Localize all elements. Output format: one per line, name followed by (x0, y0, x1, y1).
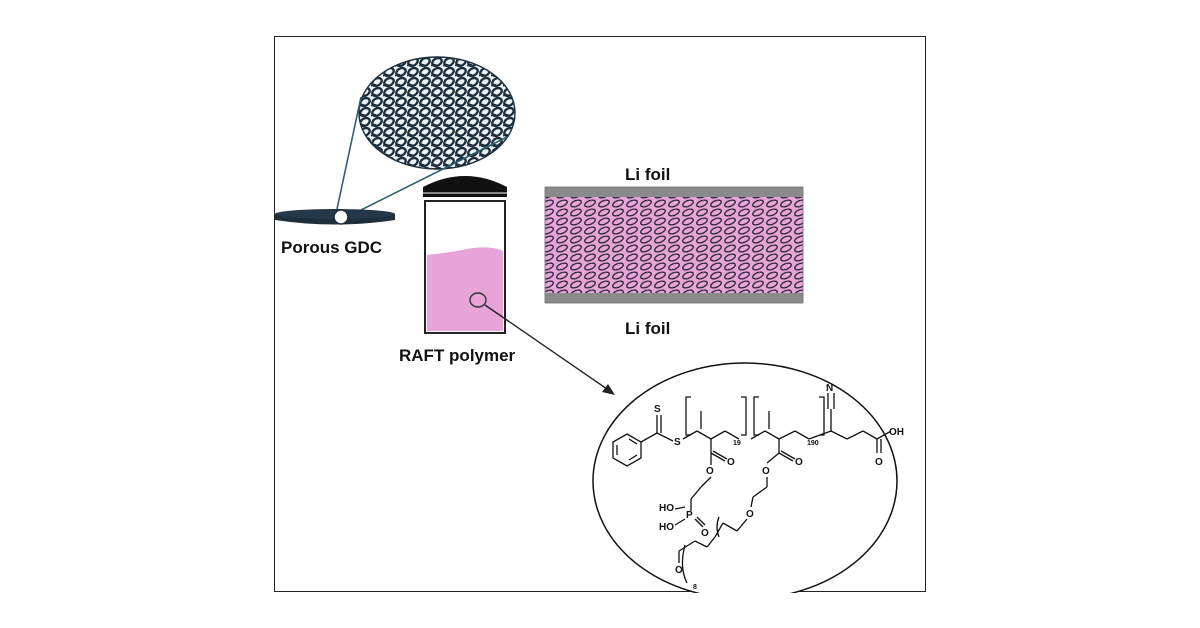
polymer-arrow (484, 304, 615, 395)
atom-o-acid-carbonyl: O (875, 457, 883, 468)
raft-polymer-vial (423, 176, 507, 334)
raft-polymer-label: RAFT polymer (399, 346, 516, 365)
atom-ho-2: HO (659, 522, 674, 533)
atom-s-thio: S (674, 437, 681, 448)
atom-ho-1: HO (659, 503, 674, 514)
subscript-8: 8 (693, 584, 697, 591)
li-foil-top-label: Li foil (625, 165, 671, 184)
figure-frame: S S N OH O O O O O O O P HO HO O 19 190 … (274, 36, 926, 593)
atom-o-phosphoryl: O (701, 528, 709, 539)
atom-p: P (686, 510, 693, 521)
zoom-line-left (336, 96, 362, 210)
atom-o-carbonyl2: O (795, 457, 803, 468)
atom-s-thione: S (654, 404, 661, 415)
polymer-structure-ellipse (592, 362, 898, 593)
porous-zoom-ellipse (358, 56, 516, 170)
atom-o-ester2: O (762, 466, 770, 477)
atom-o-ether1: O (746, 509, 754, 520)
li-foil-sandwich (544, 186, 804, 304)
atom-oh-acid: OH (889, 427, 904, 438)
chemical-structure-bonds (612, 393, 892, 584)
atom-o-ether2: O (675, 565, 683, 576)
schematic-drawing: S S N OH O O O O O O O P HO HO O 19 190 … (275, 56, 904, 593)
zoom-line-right (346, 136, 508, 218)
porous-gdc-disc (275, 209, 395, 225)
porous-gdc-label: Porous GDC (281, 238, 383, 257)
li-foil-bottom-label: Li foil (625, 319, 671, 338)
atom-o-carbonyl1: O (727, 457, 735, 468)
atom-o-ester1: O (706, 466, 714, 477)
subscript-190: 190 (807, 440, 819, 447)
subscript-19: 19 (733, 440, 741, 447)
atom-n-nitrile: N (826, 383, 833, 394)
